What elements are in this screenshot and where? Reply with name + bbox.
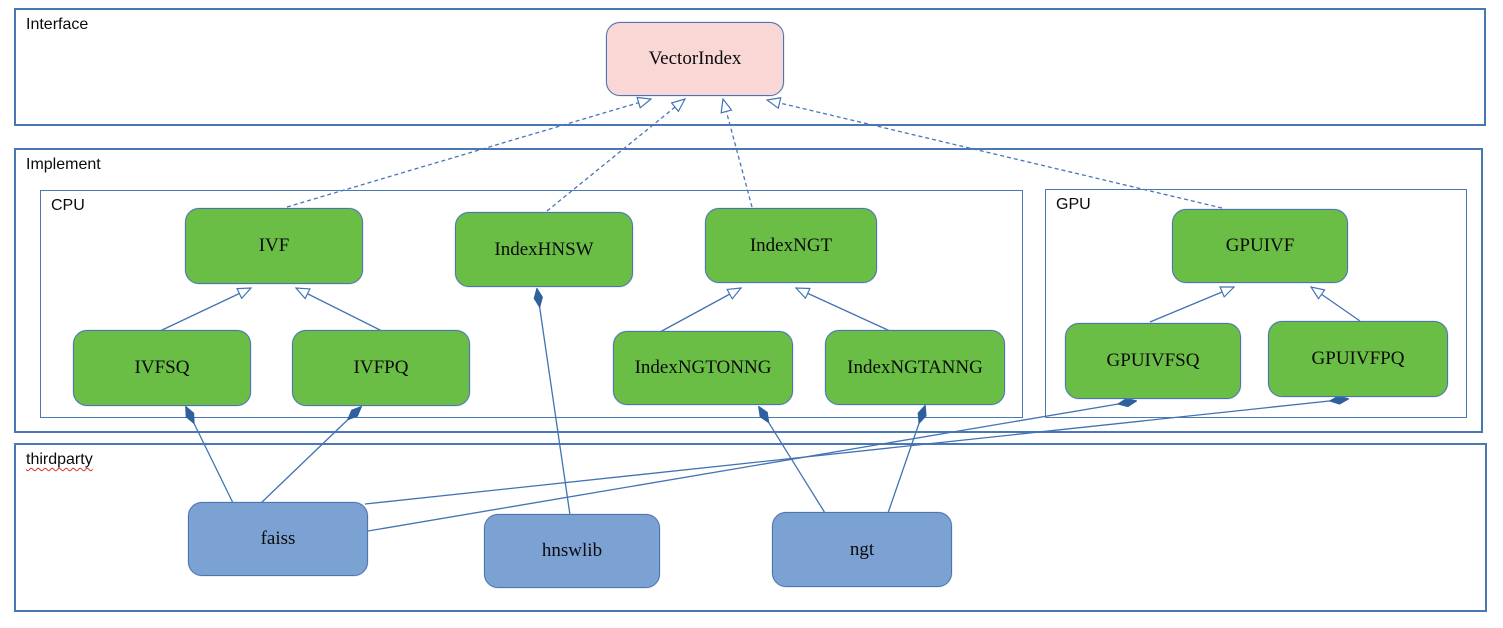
node-ivfsq: IVFSQ: [73, 330, 251, 406]
edge-ivfpq-ivf: [296, 288, 383, 332]
node-faiss: faiss: [188, 502, 368, 576]
implement-container-label: Implement: [26, 156, 101, 173]
edge-ivf-vectorindex: [286, 99, 651, 208]
thirdparty-container: thirdparty: [14, 443, 1487, 612]
node-indexngtanng: IndexNGTANNG: [825, 330, 1005, 405]
interface-container-label: Interface: [26, 16, 89, 33]
node-gpuivf: GPUIVF: [1172, 209, 1348, 283]
edge-indexngt-vectorindex: [723, 99, 753, 208]
edge-gpuivfsq-gpuivf: [1149, 286, 1234, 323]
edge-faiss-gpuivfpq: [364, 399, 1348, 505]
interface-container: Interface: [14, 8, 1486, 126]
edge-gpuivfpq-gpuivf: [1311, 287, 1361, 322]
edge-indexngtanng-indexngt: [796, 288, 891, 332]
node-ivf: IVF: [185, 208, 363, 284]
node-indexhnsw: IndexHNSW: [455, 212, 633, 287]
thirdparty-container-label: thirdparty: [26, 451, 93, 468]
edge-indexhnsw-vectorindex: [546, 99, 685, 212]
node-ivfpq: IVFPQ: [292, 330, 470, 406]
edge-faiss-gpuivfsq: [367, 401, 1136, 532]
gpu-container-label: GPU: [1056, 196, 1091, 213]
implement-container: Implement: [14, 148, 1483, 433]
edge-ngt-indexngtonng: [759, 407, 826, 514]
cpu-container: CPU: [40, 190, 1023, 418]
gpu-container: GPU: [1045, 189, 1467, 418]
edge-hnswlib-indexhnsw: [537, 289, 571, 516]
node-vectorindex: VectorIndex: [606, 22, 784, 96]
node-ngt: ngt: [772, 512, 952, 587]
edge-faiss-ivfpq: [260, 407, 361, 504]
edge-indexngtonng-indexngt: [659, 288, 741, 333]
edge-gpuivf-vectorindex: [767, 100, 1223, 209]
node-indexngt: IndexNGT: [705, 208, 877, 283]
edge-ivfsq-ivf: [159, 288, 251, 332]
node-hnswlib: hnswlib: [484, 514, 660, 588]
node-indexngtonng: IndexNGTONNG: [613, 331, 793, 405]
cpu-container-label: CPU: [51, 197, 85, 214]
edge-ngt-indexngtanng: [887, 406, 925, 514]
node-gpuivfpq: GPUIVFPQ: [1268, 321, 1448, 397]
edge-faiss-ivfsq: [186, 407, 234, 504]
node-gpuivfsq: GPUIVFSQ: [1065, 323, 1241, 399]
